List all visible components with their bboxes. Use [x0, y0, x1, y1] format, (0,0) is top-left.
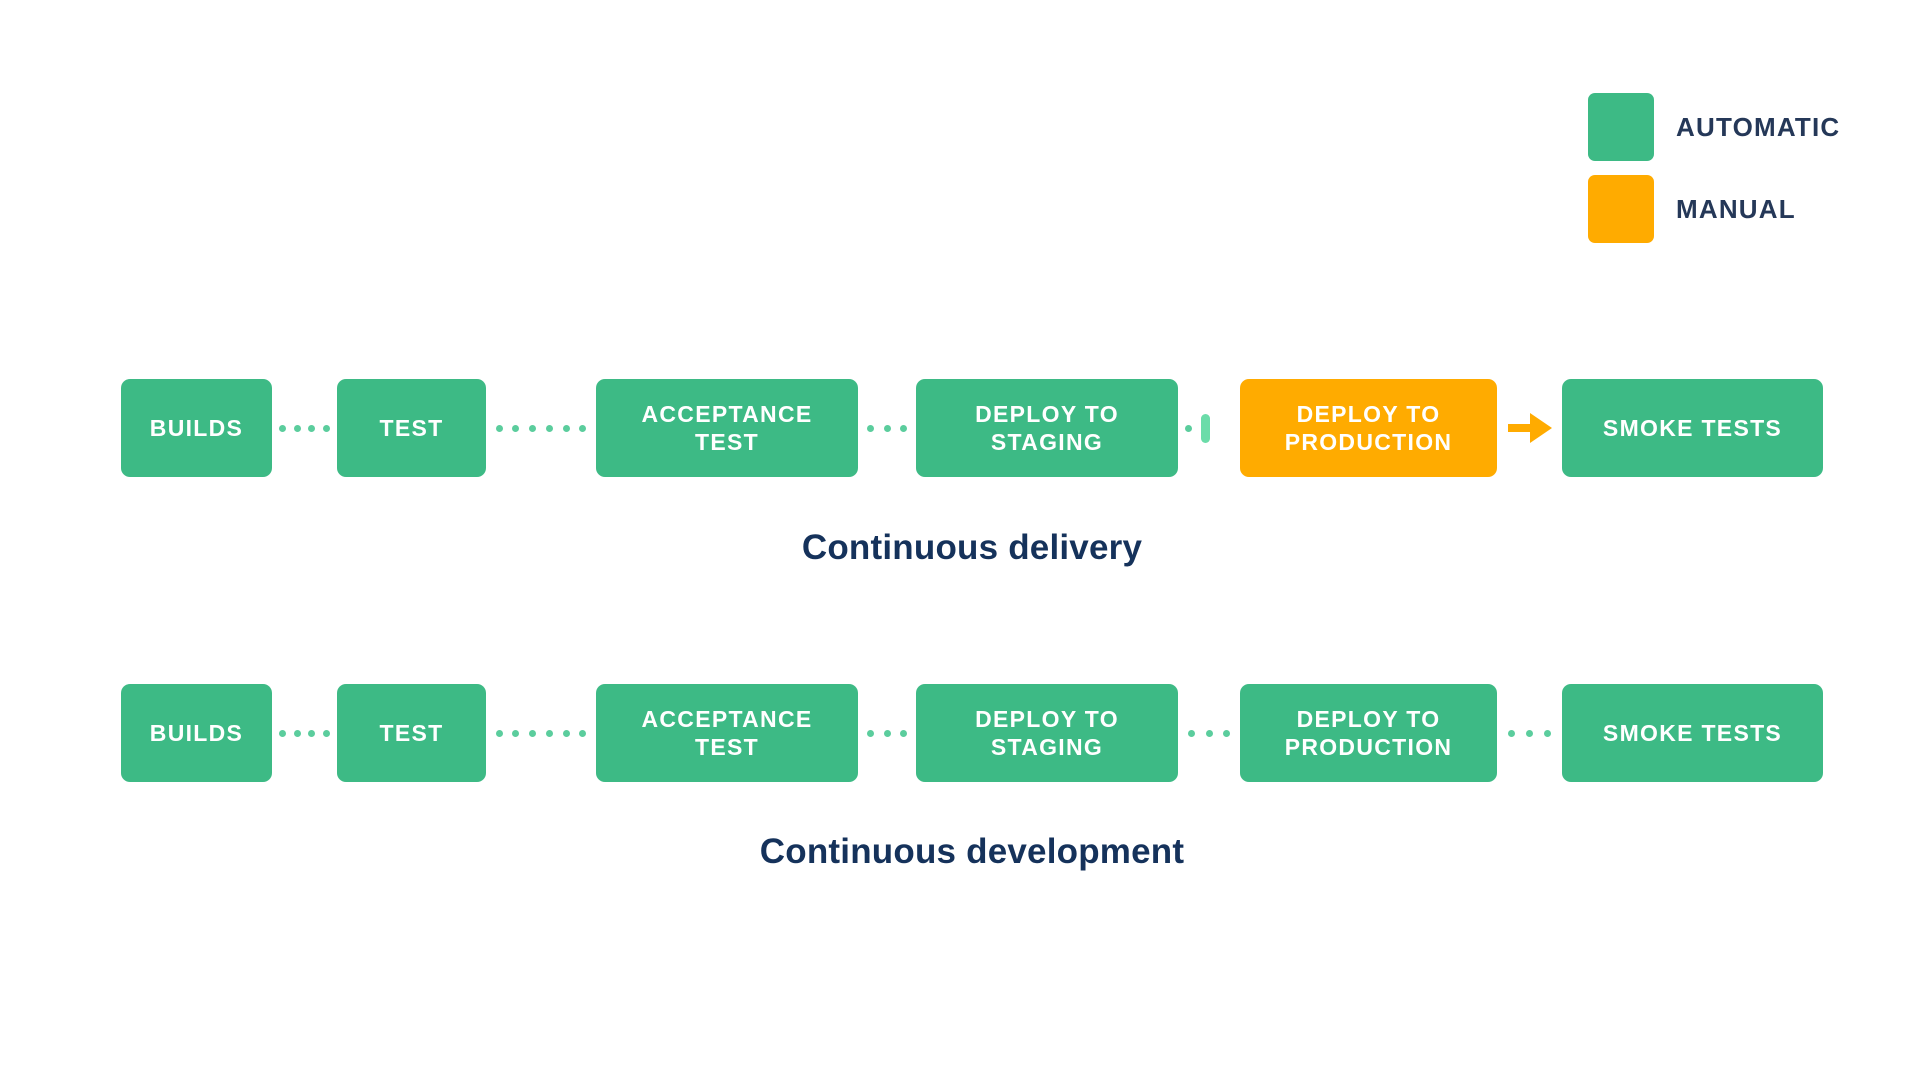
- arrow-right-icon: [1507, 413, 1552, 443]
- connector-dot-icon: [899, 424, 907, 432]
- pipeline-node-deploy-to-staging: DEPLOY TO STAGING: [916, 684, 1178, 782]
- connector-dots: [486, 684, 596, 782]
- connector-dot-icon: [308, 729, 316, 737]
- legend-label-automatic: AUTOMATIC: [1676, 111, 1841, 142]
- connector-dot-icon: [529, 424, 537, 432]
- pipeline-node-deploy-to-production: DEPLOY TO PRODUCTION: [1240, 684, 1497, 782]
- connector-dot-icon: [545, 424, 553, 432]
- connector-dot-icon: [867, 729, 875, 737]
- connector-dots: [272, 379, 337, 477]
- connector-dot-icon: [1222, 729, 1230, 737]
- connector-dots: [858, 684, 916, 782]
- connector-dots: [1178, 684, 1240, 782]
- connector-dot-icon: [529, 729, 537, 737]
- pipeline-node-acceptance-test: ACCEPTANCE TEST: [596, 684, 858, 782]
- pipeline-node-test: TEST: [337, 379, 486, 477]
- connector-dot-icon: [512, 729, 520, 737]
- pipeline-node-deploy-to-production: DEPLOY TO PRODUCTION: [1240, 379, 1497, 477]
- legend: AUTOMATIC MANUAL: [1588, 93, 1840, 243]
- automatic-color-swatch: [1588, 93, 1654, 161]
- connector-dot-icon: [495, 424, 503, 432]
- connector-dot-icon: [1508, 729, 1515, 737]
- pipeline-node-builds: BUILDS: [121, 684, 272, 782]
- connector-dot-icon: [867, 424, 875, 432]
- pipeline-node-acceptance-test: ACCEPTANCE TEST: [596, 379, 858, 477]
- pipeline-node-builds: BUILDS: [121, 379, 272, 477]
- connector-dot-icon: [512, 424, 520, 432]
- connector-arrow: [1497, 379, 1562, 477]
- connector-dot-icon: [279, 729, 287, 737]
- connector-dots: [486, 379, 596, 477]
- connector-dot-icon: [562, 729, 570, 737]
- manual-color-swatch: [1588, 175, 1654, 243]
- pipeline-node-smoke-tests: SMOKE TESTS: [1562, 684, 1823, 782]
- connector-dots: [1497, 684, 1562, 782]
- connector-dot-icon: [579, 729, 587, 737]
- connector-dot-icon: [279, 424, 287, 432]
- connector-dot-icon: [1526, 729, 1533, 737]
- connector-dot-icon: [495, 729, 503, 737]
- pipeline-node-test: TEST: [337, 684, 486, 782]
- connector-dot-icon: [322, 729, 330, 737]
- pause-bar-icon: [1201, 413, 1210, 443]
- connector-dot-icon: [308, 424, 316, 432]
- connector-dot-icon: [579, 424, 587, 432]
- connector-dots: [272, 684, 337, 782]
- legend-item-manual: MANUAL: [1588, 175, 1840, 243]
- connector-dot-icon: [899, 729, 907, 737]
- legend-item-automatic: AUTOMATIC: [1588, 93, 1840, 161]
- connector-dot-icon: [883, 424, 891, 432]
- connector-dot-icon: [1205, 729, 1213, 737]
- connector-dots: [858, 379, 916, 477]
- pipeline-node-smoke-tests: SMOKE TESTS: [1562, 379, 1823, 477]
- connector-manual-gate: [1178, 379, 1240, 477]
- connector-dot-icon: [322, 424, 330, 432]
- connector-dot-icon: [1188, 729, 1196, 737]
- connector-dot-icon: [293, 424, 301, 432]
- connector-dot-icon: [293, 729, 301, 737]
- connector-dot-icon: [1185, 424, 1192, 432]
- connector-dot-icon: [562, 424, 570, 432]
- caption-continuous-delivery: Continuous delivery: [801, 528, 1143, 567]
- connector-dot-icon: [1544, 729, 1551, 737]
- pipeline-node-deploy-to-staging: DEPLOY TO STAGING: [916, 379, 1178, 477]
- caption-continuous-development: Continuous development: [759, 832, 1185, 871]
- legend-label-manual: MANUAL: [1676, 193, 1796, 224]
- connector-dot-icon: [883, 729, 891, 737]
- connector-dot-icon: [545, 729, 553, 737]
